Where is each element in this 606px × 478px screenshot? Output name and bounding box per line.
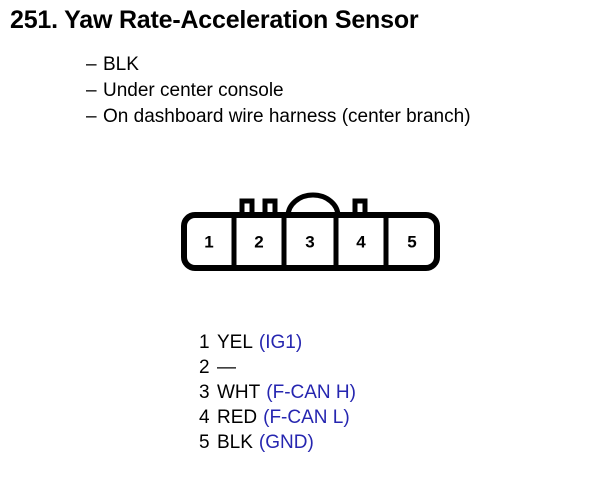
pin-wire-color: BLK: [217, 432, 253, 453]
pin-signal-name: (F-CAN L): [263, 407, 350, 428]
page-title: 251. Yaw Rate-Acceleration Sensor: [10, 6, 419, 34]
connector-cell-3: 3: [305, 232, 314, 251]
notes-list: – BLK – Under center console – On dashbo…: [86, 52, 471, 130]
pin-signal-name: (F-CAN H): [266, 382, 356, 403]
pin-row: 4 RED (F-CAN L): [199, 405, 356, 430]
locking-tab-icon: [352, 198, 368, 215]
dash-icon: –: [86, 106, 97, 127]
pin-row: 5 BLK (GND): [199, 430, 356, 455]
dash-icon: –: [86, 80, 97, 101]
pin-number: 2: [199, 357, 210, 378]
connector-cell-4: 4: [356, 232, 366, 251]
dash-icon: –: [86, 54, 97, 75]
note-item: – On dashboard wire harness (center bran…: [86, 104, 471, 130]
pin-number: 4: [199, 407, 210, 428]
pin-number: 3: [199, 382, 210, 403]
note-item: – Under center console: [86, 78, 471, 104]
note-text: BLK: [103, 54, 139, 75]
connector-body: [181, 212, 440, 271]
pin-wire-color: YEL: [217, 332, 253, 353]
latch-arch-icon: [285, 192, 341, 217]
note-item: – BLK: [86, 52, 471, 78]
pin-wire-color: —: [217, 357, 236, 378]
pin-signal-name: (GND): [258, 432, 314, 453]
pin-row: 2 —: [199, 355, 356, 380]
locking-tab-icon: [262, 198, 278, 215]
connector-diagram: 1 2 3 4 5: [170, 190, 450, 275]
connector-cell-5: 5: [407, 232, 416, 251]
pin-number: 1: [199, 332, 210, 353]
pin-row: 1 YEL (IG1): [199, 330, 356, 355]
pin-signal-name: (IG1): [258, 332, 303, 353]
pin-wire-color: RED: [217, 407, 258, 428]
note-text: On dashboard wire harness (center branch…: [103, 106, 471, 127]
pin-row: 3 WHT (F-CAN H): [199, 380, 356, 405]
connector-cell-1: 1: [204, 232, 213, 251]
pin-assignment-list: 1 YEL (IG1) 2 — 3 WHT (F-CAN H) 4 RED (F…: [199, 330, 356, 455]
note-text: Under center console: [103, 80, 284, 101]
connector-cell-2: 2: [254, 232, 263, 251]
pin-wire-color: WHT: [217, 382, 261, 403]
pin-number: 5: [199, 432, 210, 453]
locking-tab-icon: [239, 198, 255, 215]
